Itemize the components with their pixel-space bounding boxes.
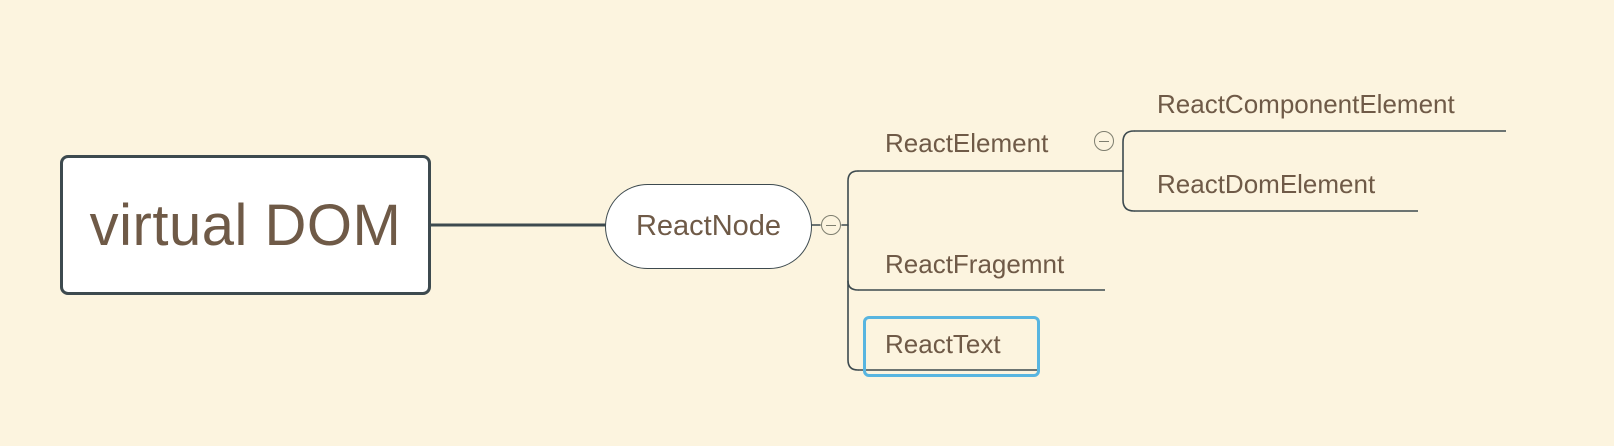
root-topic[interactable]: virtual DOM — [60, 155, 431, 295]
topic-reactdomelement[interactable]: ReactDomElement — [1157, 169, 1376, 199]
connector-reactelement-children — [1122, 130, 1135, 212]
root-topic-label: virtual DOM — [89, 192, 402, 258]
topic-reacttext[interactable]: ReactText — [885, 329, 1001, 359]
topic-reactfragment[interactable]: ReactFragemnt — [885, 249, 1065, 279]
connector-to-reactfragment — [847, 280, 859, 291]
selection-highlight — [863, 316, 1040, 377]
topic-reactnode-label: ReactNode — [635, 210, 782, 242]
topic-reactnode[interactable]: ReactNode — [605, 184, 812, 269]
topic-reactelement[interactable]: ReactElement — [885, 128, 1049, 158]
connector-reactnode-children — [847, 170, 859, 371]
collapse-reactelement-icon[interactable] — [1094, 131, 1114, 151]
collapse-reactnode-icon[interactable] — [821, 215, 841, 235]
topic-reactcomponentelement[interactable]: ReactComponentElement — [1157, 89, 1455, 119]
